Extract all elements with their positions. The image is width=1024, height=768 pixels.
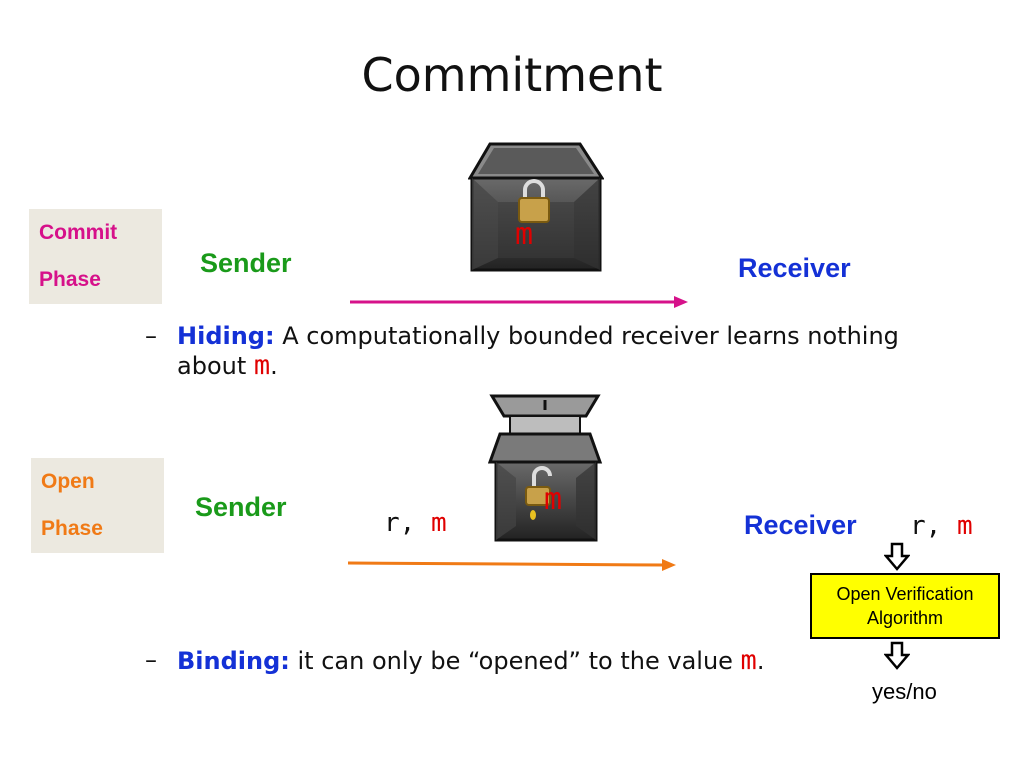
open-sender-label: Sender — [195, 492, 287, 522]
binding-keyword: Binding: — [177, 647, 290, 675]
commit-arrow — [350, 296, 688, 308]
open-arrow — [347, 559, 676, 571]
verification-result: yes/no — [872, 679, 937, 704]
open-verification-line1: Open Verification — [836, 584, 974, 604]
open-receiver-label: Receiver — [744, 510, 857, 540]
open-received-values: r, m — [910, 511, 973, 541]
hiding-bullet: – Hiding: A computationally bounded rece… — [145, 322, 905, 381]
open-box-content: m — [544, 482, 562, 517]
open-box-icon: m — [488, 394, 603, 542]
open-phase-label-line1: Open — [41, 470, 95, 493]
commit-phase-label: Commit Phase — [29, 209, 162, 304]
commit-phase-label-line2: Phase — [39, 268, 101, 291]
down-arrow-icon — [884, 641, 910, 670]
binding-bullet: – Binding: it can only be “opened” to th… — [145, 646, 865, 676]
commit-box-content: m — [515, 217, 533, 252]
open-verification-box: Open Verification Algorithm — [810, 573, 1000, 639]
open-sent-r: r, — [384, 508, 431, 538]
commit-phase-label-line1: Commit — [39, 221, 118, 244]
commit-sender-label: Sender — [200, 248, 292, 278]
down-arrow-icon — [884, 542, 910, 571]
hiding-var: m — [253, 350, 271, 381]
open-received-m: m — [956, 511, 973, 541]
page-title: Commitment — [361, 48, 663, 102]
hiding-end: . — [270, 352, 278, 380]
binding-dash: – — [145, 646, 157, 674]
binding-var: m — [740, 645, 757, 676]
open-sent-m: m — [430, 508, 447, 538]
hiding-keyword: Hiding: — [177, 322, 275, 350]
binding-text: it can only be “opened” to the value — [289, 647, 741, 675]
commit-receiver-label: Receiver — [738, 253, 851, 283]
locked-box-icon: m — [468, 142, 604, 272]
open-verification-line2: Algorithm — [866, 608, 944, 628]
open-sent-values: r, m — [384, 508, 447, 538]
binding-end: . — [756, 647, 765, 675]
open-phase-label: Open Phase — [31, 458, 164, 553]
hiding-dash: – — [145, 322, 157, 350]
hiding-text: A computationally bounded receiver learn… — [177, 322, 899, 380]
open-phase-label-line2: Phase — [41, 517, 103, 540]
open-received-r: r, — [910, 511, 957, 541]
